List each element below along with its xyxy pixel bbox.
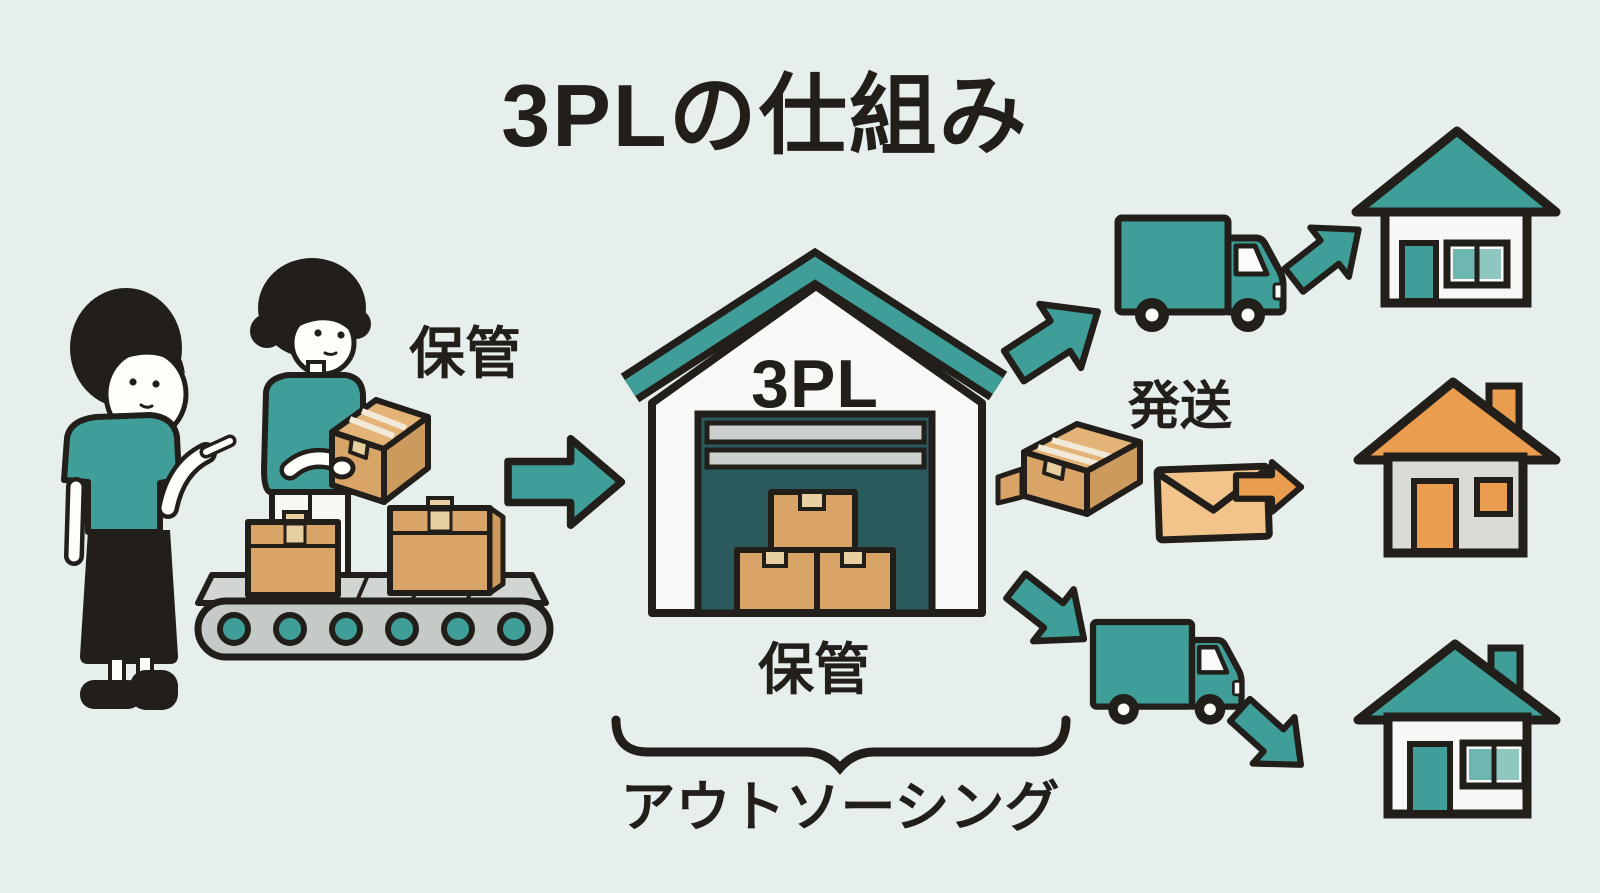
cardboard-box-icon (329, 397, 431, 505)
house-door (1411, 478, 1459, 554)
cardboard-box-icon (387, 496, 506, 596)
truck-icon (1093, 622, 1242, 725)
skirt (80, 530, 178, 664)
warehouse-roof (624, 256, 1004, 396)
belt-rollers (217, 612, 531, 646)
house-door (1407, 741, 1453, 816)
storage-inbound-label: 保管 (409, 322, 521, 385)
house-door (1399, 240, 1439, 304)
house-icon (1351, 126, 1561, 308)
house-window (1459, 739, 1529, 790)
house-roof (1351, 126, 1561, 217)
warehouse-icon: 3PL (620, 247, 1008, 617)
arrow-icon (508, 439, 621, 525)
shoe (80, 680, 142, 709)
warehouse-name-label: 3PL (751, 346, 879, 422)
diagram-title: 3PLの仕組み (501, 66, 1028, 165)
cardboard-box-icon (245, 510, 341, 598)
house-icon (1353, 377, 1561, 558)
house-roof (1353, 639, 1561, 725)
outsourcing-brace (611, 715, 1071, 775)
shoe (130, 670, 178, 710)
cardboard-box-icon (995, 421, 1143, 517)
house-window (1443, 239, 1511, 289)
house-icon (1353, 639, 1561, 819)
cardboard-box-icon (734, 547, 820, 615)
truck-icon (1118, 218, 1283, 332)
outsourcing-label: アウトソーシング (621, 776, 1060, 838)
hand (328, 456, 356, 480)
storage-warehouse-label: 保管 (758, 638, 870, 701)
person-manager-icon (61, 288, 237, 710)
arrow-icon (996, 560, 1104, 665)
conveyor-belt-icon (194, 496, 554, 661)
arrow-icon (1275, 205, 1378, 305)
cardboard-box-icon (768, 489, 858, 553)
shipping-label: 発送 (1128, 378, 1232, 436)
house-window (1474, 477, 1513, 517)
cardboard-box-icon (814, 547, 896, 615)
house-roof (1353, 377, 1561, 465)
arrow-icon (993, 280, 1118, 398)
